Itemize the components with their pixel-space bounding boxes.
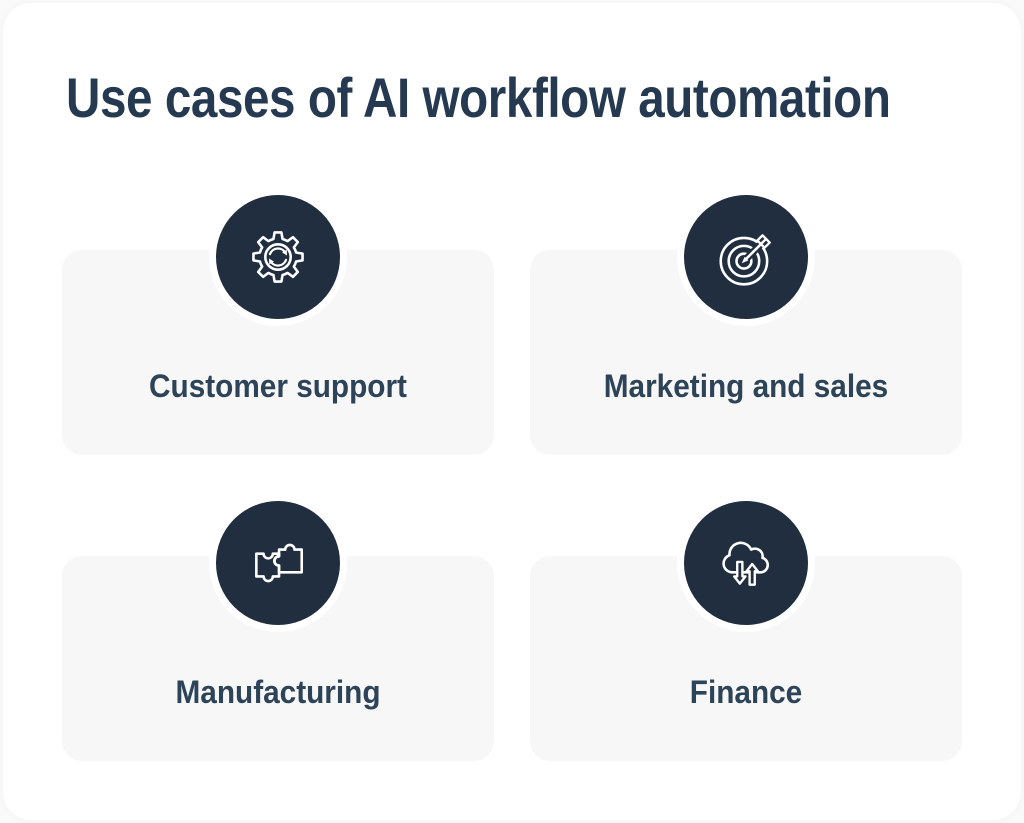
- icon-badge: [677, 188, 815, 326]
- use-case-card-manufacturing: Manufacturing: [62, 494, 494, 761]
- cloud-transfer-icon: [722, 541, 770, 586]
- gear-sync-icon: [252, 231, 304, 283]
- card-label: Marketing and sales: [603, 368, 889, 404]
- icon-badge: [209, 494, 347, 632]
- infographic-canvas: Use cases of AI workflow automation Cust…: [3, 3, 1021, 820]
- page-title: Use cases of AI workflow automation: [66, 66, 891, 129]
- use-case-card-marketing-sales: Marketing and sales: [530, 188, 962, 455]
- use-case-card-customer-support: Customer support: [62, 188, 494, 455]
- icon-badge: [209, 188, 347, 326]
- card-label: Finance: [689, 674, 803, 710]
- target-arrow-icon: [719, 234, 771, 286]
- card-label: Manufacturing: [175, 674, 381, 710]
- use-case-card-finance: Finance: [530, 494, 962, 761]
- puzzle-icon: [255, 543, 304, 583]
- icon-badge: [677, 494, 815, 632]
- card-label: Customer support: [149, 368, 407, 404]
